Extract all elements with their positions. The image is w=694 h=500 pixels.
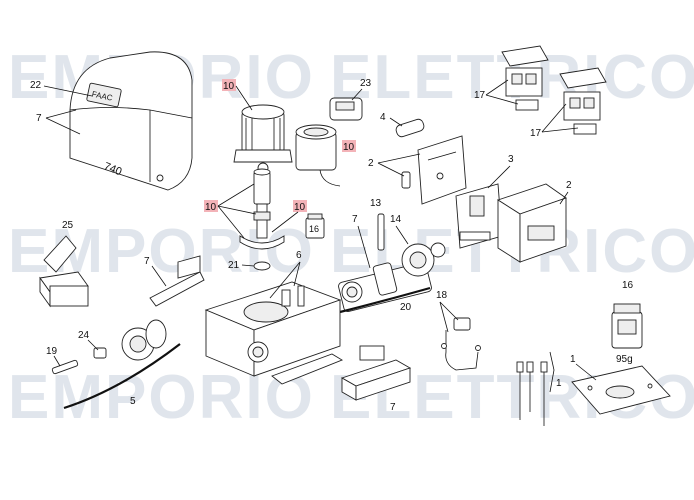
part-16-grease-large <box>611 303 643 349</box>
label-10-highlight-b <box>342 140 356 152</box>
label-1-cables: 1 <box>556 378 562 389</box>
label-21: 21 <box>228 260 240 271</box>
label-10-motor: 10 <box>223 81 235 92</box>
part-17-magnets-top <box>501 45 549 111</box>
label-25: 25 <box>62 220 74 231</box>
label-14: 14 <box>390 214 402 225</box>
bracket-20 <box>339 286 431 314</box>
part-2-box <box>496 183 567 263</box>
part-stator <box>295 124 341 187</box>
label-22: 22 <box>30 80 42 91</box>
label-16-jar: 16 <box>309 224 319 234</box>
bracket-5 <box>63 343 181 410</box>
label-7-lower: 7 <box>390 402 396 413</box>
label-7-cover: 7 <box>36 113 42 124</box>
label-18: 18 <box>436 290 448 301</box>
label-10-highlight-a <box>222 79 236 91</box>
part-21-ring <box>253 261 271 271</box>
part-5-release <box>51 319 167 375</box>
label-7-gear: 7 <box>352 214 358 225</box>
part-17-magnets-bottom <box>559 67 607 135</box>
label-24: 24 <box>78 330 90 341</box>
label-17-bottom: 17 <box>530 128 542 139</box>
grease-weight: 95g <box>616 354 633 365</box>
part-7-bracket <box>149 255 205 307</box>
label-23: 23 <box>360 78 372 89</box>
cover-logo-plate <box>86 82 122 108</box>
part-20-gear-assembly <box>338 242 446 313</box>
part-18-limit-switch <box>441 317 481 371</box>
part-shaft <box>239 168 285 250</box>
label-10-washer: 10 <box>294 202 306 213</box>
label-2-box: 2 <box>566 180 572 191</box>
part-motor <box>233 104 293 174</box>
label-10-highlight-c <box>204 200 218 212</box>
cover-logo: FAAC <box>91 90 114 103</box>
label-10-shaft: 10 <box>205 202 217 213</box>
label-6: 6 <box>296 250 302 261</box>
watermark-word-left-3: EMPORIO <box>8 363 315 432</box>
label-4: 4 <box>380 112 386 123</box>
part-cover: FAAC 740 <box>69 51 193 191</box>
part-16-grease-small: 16 <box>305 213 325 239</box>
label-17-top: 17 <box>474 90 486 101</box>
label-2-upper: 2 <box>368 158 374 169</box>
part-25-box <box>39 235 89 308</box>
part-2-board <box>401 135 467 205</box>
label-19: 19 <box>46 346 58 357</box>
label-10-highlight-d <box>293 200 307 212</box>
part-23-capacitor <box>329 97 363 121</box>
part-13-pin <box>377 213 385 251</box>
label-10-stator: 10 <box>343 142 355 153</box>
part-1-base-plate <box>571 365 671 415</box>
label-7-bracket: 7 <box>144 256 150 267</box>
part-3-control-board <box>455 183 503 249</box>
part-1-cables <box>516 351 555 426</box>
label-20: 20 <box>400 302 412 313</box>
part-7-lower-cover <box>340 345 412 401</box>
label-5: 5 <box>130 396 136 407</box>
label-1-plate: 1 <box>570 354 576 365</box>
part-4-pin <box>395 118 425 138</box>
label-16-large: 16 <box>622 280 634 291</box>
label-3: 3 <box>508 154 514 165</box>
label-13: 13 <box>370 198 382 209</box>
part-6-housing <box>204 281 344 385</box>
